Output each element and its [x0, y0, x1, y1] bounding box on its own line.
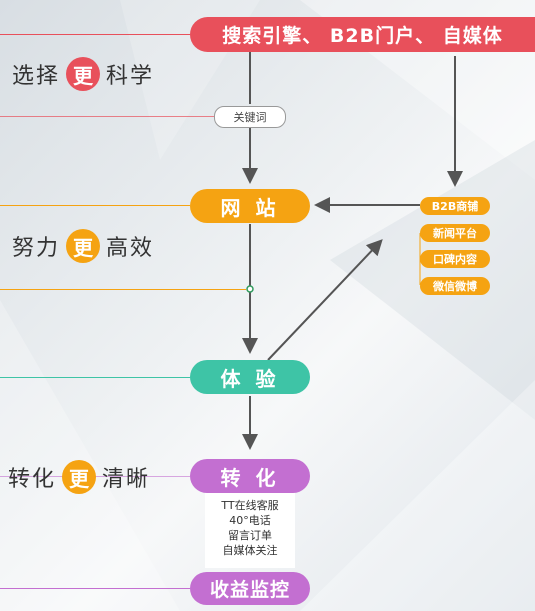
conversion-pill: 转 化 — [190, 459, 310, 493]
conversion-note: 40°电话 — [229, 514, 271, 527]
conversion-label: 转 化 — [220, 465, 280, 490]
source-channels-pill: 搜索引擎、 B2B门户、 自媒体 — [190, 17, 535, 52]
channel-label: 口碑内容 — [433, 253, 477, 266]
stage-label-convert: 转化 更 清晰 — [8, 459, 208, 495]
keyword-tag-label: 关键词 — [233, 111, 267, 124]
stage-label-suffix: 高效 — [106, 236, 155, 261]
channel-pill: 口碑内容 — [420, 250, 490, 268]
channel-pill: 新闻平台 — [420, 224, 490, 242]
conversion-note: TT在线客服 — [221, 499, 279, 512]
stage-divider-4 — [0, 377, 190, 378]
experience-pill: 体 验 — [190, 360, 310, 394]
stage-label-prefix: 转化 — [8, 467, 57, 492]
channel-label: B2B商铺 — [431, 200, 479, 213]
website-label: 网 站 — [220, 195, 280, 220]
conversion-note: 留言订单 — [228, 529, 272, 542]
stage-mark: 更 — [66, 57, 101, 91]
stage-label-prefix: 选择 — [12, 64, 61, 89]
channel-pill: B2B商铺 — [420, 197, 490, 215]
stage-label-effort: 努力 更 高效 — [12, 228, 212, 264]
stage-label-suffix: 清晰 — [102, 467, 151, 492]
conversion-notes: TT在线客服 40°电话 留言订单 自媒体关注 — [205, 493, 295, 568]
channel-label: 微信微博 — [433, 280, 477, 293]
stage-label-suffix: 科学 — [106, 64, 155, 89]
stage-divider-2 — [0, 205, 190, 206]
stage-divider-1 — [0, 116, 214, 117]
channel-pill: 微信微博 — [420, 277, 490, 295]
conversion-note: 自媒体关注 — [222, 544, 278, 557]
experience-label: 体 验 — [220, 366, 280, 391]
stage-label-select: 选择 更 科学 — [12, 56, 212, 92]
revenue-monitor-pill: 收益监控 — [190, 572, 310, 605]
keyword-tag: 关键词 — [214, 106, 286, 128]
stage-mark: 更 — [66, 229, 101, 263]
stage-divider-3 — [0, 289, 246, 290]
channel-label: 新闻平台 — [433, 227, 477, 240]
website-pill: 网 站 — [190, 189, 310, 223]
revenue-monitor-label: 收益监控 — [209, 579, 290, 601]
stage-mark: 更 — [62, 460, 97, 494]
stage-label-prefix: 努力 — [12, 236, 61, 261]
stage-divider-top — [0, 34, 190, 35]
source-channels-label: 搜索引擎、 B2B门户、 自媒体 — [222, 25, 503, 47]
stage-divider-6 — [0, 588, 190, 589]
